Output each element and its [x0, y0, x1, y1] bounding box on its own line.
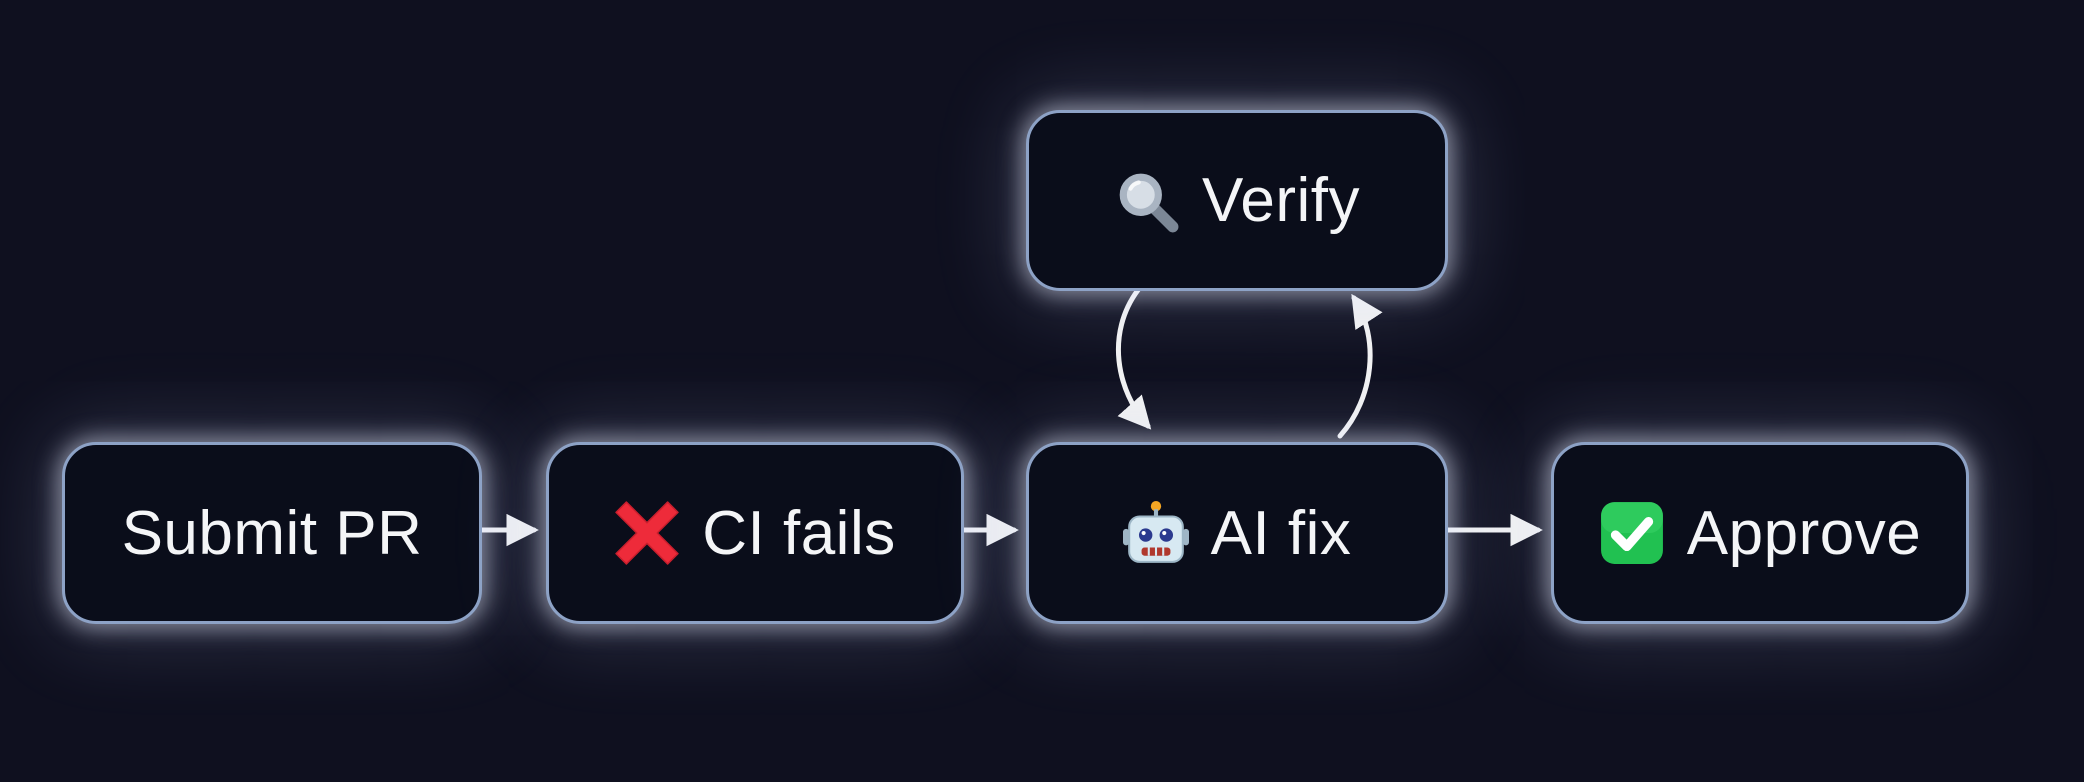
- node-label-ci-fails: CI fails: [702, 498, 896, 568]
- magnifying-glass-icon: [1119, 173, 1179, 232]
- robot-icon: [1122, 501, 1189, 563]
- node-label-verify: Verify: [1201, 166, 1361, 235]
- green-check-icon: [1600, 502, 1663, 564]
- node-label-submit-pr: Submit PR: [121, 498, 423, 568]
- node-ci-fails: CI fails: [546, 442, 964, 624]
- red-cross-icon: [615, 501, 679, 565]
- node-ai-fix: AI fix: [1026, 442, 1448, 624]
- node-approve: Approve: [1551, 442, 1969, 624]
- arrow-ai-to-verify: [1337, 293, 1383, 439]
- node-label-approve: Approve: [1686, 498, 1922, 568]
- node-submit-pr: Submit PR: [62, 442, 482, 624]
- arrow-verify-to-ai: [1116, 287, 1152, 430]
- node-verify: Verify: [1026, 110, 1448, 291]
- node-label-ai-fix: AI fix: [1210, 498, 1352, 568]
